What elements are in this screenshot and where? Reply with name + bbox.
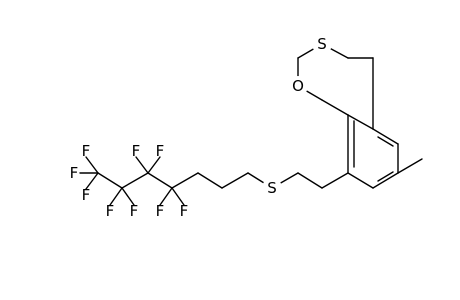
bond [321,99,349,116]
atom-label-s: S [267,179,277,197]
bond [121,187,135,206]
atom-label-f: F [132,142,141,160]
bond [135,156,149,174]
bond [321,172,349,189]
bond [85,156,99,174]
bond [372,172,399,189]
bond [121,172,149,189]
double-bond-inner [377,171,394,182]
atom-label-f: F [130,202,139,220]
double-bond-inner [377,136,394,147]
atom-label-f: F [156,202,165,220]
atom-label-f: F [82,186,91,204]
atom-label-f: F [82,142,91,160]
atom-label-o: O [292,77,304,95]
atom-label-f: F [180,202,189,220]
bond [297,172,323,189]
bond [397,158,423,174]
bond [159,187,173,206]
bond [147,156,161,174]
bond [147,172,173,189]
bond [97,172,123,189]
bond [347,114,374,130]
atom-label-f: F [70,164,79,182]
bond [197,172,223,189]
atom-label-f: F [156,142,165,160]
bond [109,187,123,206]
bond [171,187,185,206]
bond [171,172,199,189]
bond [347,172,374,189]
atom-label-s: S [317,35,327,53]
bonds [79,43,423,206]
atom-labels: S O S F F F F F F F F F [70,34,332,220]
atom-label-f: F [106,202,115,220]
bond [221,172,249,189]
bond [85,172,99,190]
bond [372,128,399,145]
